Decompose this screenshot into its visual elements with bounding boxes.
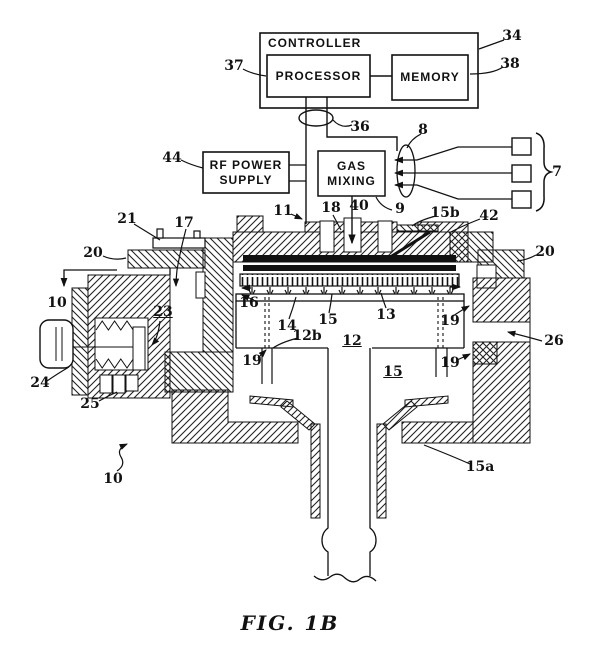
bolt-25 [99, 374, 113, 394]
stem-right-edge [369, 348, 377, 576]
plug-assembly [39, 274, 171, 399]
cable-bundle-ellipse [298, 109, 334, 127]
spring-upper [95, 320, 134, 331]
clamp-bar [152, 228, 206, 249]
rf-power-box [202, 151, 290, 194]
susceptor-plate [235, 293, 465, 302]
gas-mixing-box [317, 150, 386, 197]
pin-tubes [261, 348, 448, 384]
bolt-25 [112, 374, 126, 394]
leader-lines [46, 39, 543, 472]
stem-left-edge [321, 348, 329, 576]
bracket-10 [60, 269, 117, 288]
lift-pin-channels [264, 297, 444, 348]
brace-7 [535, 132, 554, 212]
gas-source-box [511, 190, 532, 209]
rf-power-module [202, 151, 306, 194]
gas-source-box [511, 137, 532, 156]
gas-source-box [511, 164, 532, 183]
gas-lines-ellipse [396, 144, 416, 198]
exhaust-slot-26 [473, 321, 531, 343]
misc-arrows [60, 268, 462, 292]
controller-box [259, 32, 479, 109]
chamber-body [127, 215, 531, 519]
gas-supply [317, 132, 554, 212]
seal-strip-15b [396, 224, 439, 232]
break-line [313, 573, 377, 583]
control-wiring [298, 97, 398, 224]
processor-box [266, 54, 371, 98]
memory-box [391, 54, 469, 101]
faceplate [239, 273, 460, 287]
showerhead-stack [235, 255, 465, 302]
spring-lower [95, 358, 134, 369]
controller-module [259, 32, 479, 109]
